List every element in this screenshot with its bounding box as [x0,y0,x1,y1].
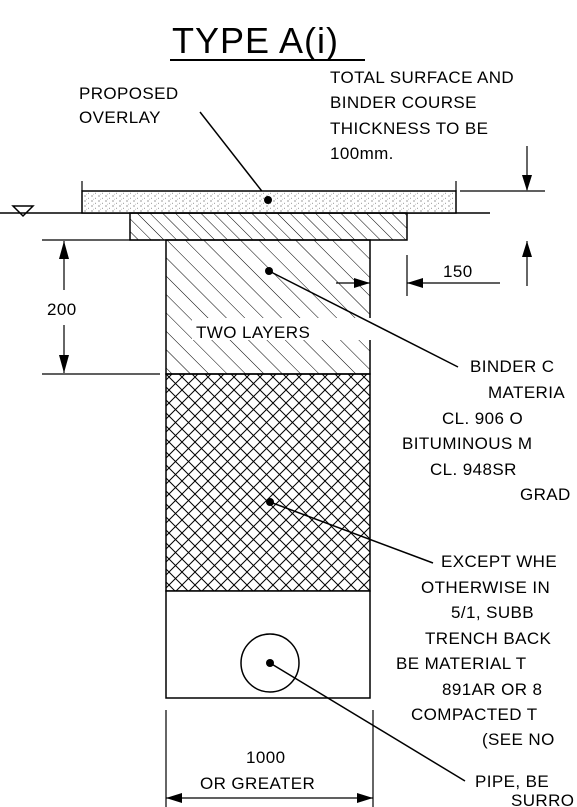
dim-200-arrow-top [59,241,69,259]
pipe-leader [269,662,466,782]
total-surface-note: TOTAL SURFACE AND BINDER COURSE THICKNES… [330,68,519,163]
dim-150-arrow [354,278,370,288]
backfill-leader [269,501,434,564]
thickness-arrow-bottom [522,241,532,257]
width-arrow-left [166,793,182,803]
dim-200-arrow-bottom [59,355,69,373]
two-layers-label-bg [192,318,372,340]
two-layers-label: TWO LAYERS [196,323,310,342]
width-label: 1000 OR GREATER [200,748,315,793]
water-level-symbol [11,205,35,218]
dim-150-label: 150 [443,262,473,281]
overlay-leader-dot [264,196,272,204]
dim-200-label: 200 [47,300,77,319]
binder-note: BINDER C MATERIA CL. 906 O BITUMINOUS M … [402,357,571,504]
width-arrow-right [357,793,373,803]
dim-150-arrow-right [407,278,423,288]
binder-leader [268,270,459,368]
binder-cap [129,212,408,241]
except-note: EXCEPT WHE OTHERWISE IN 5/1, SUBB TRENCH… [396,552,562,749]
pipe-zone [165,590,371,699]
drawing-title: TYPE A(i) [172,20,339,61]
thickness-arrow-top [522,175,532,191]
proposed-overlay-label: PROPOSED OVERLAY [79,84,184,127]
overlay-leader [199,111,269,200]
pipe-note: PIPE, BE SURRO [475,772,574,807]
pipe [240,633,300,693]
backfill-layer [165,373,371,592]
